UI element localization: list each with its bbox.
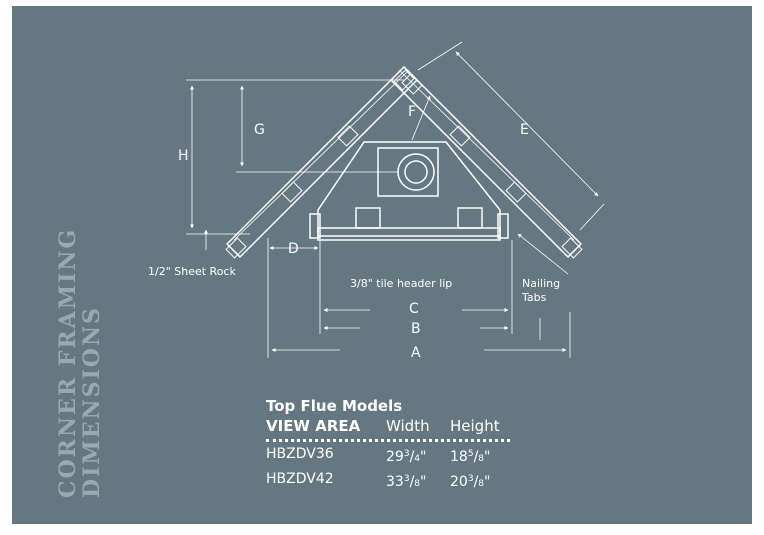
label-nailing: Nailing [522,277,560,290]
label-e: E [520,122,529,138]
nailing-tabs-pointer [517,233,569,275]
label-h: H [178,148,189,164]
height-value: 185/8" [450,449,491,465]
table-row: HBZDV36 293/4" 185/8" [266,444,510,469]
left-wall-inner [233,69,410,241]
flue-inner-ring [404,160,428,184]
diagram-panel [12,6,752,524]
e-ext-bottom [579,203,605,231]
header-height: Height [450,417,500,435]
label-sheet-rock: 1/2" Sheet Rock [148,265,236,278]
label-a: A [411,345,421,361]
width-value: 293/4" [386,449,427,465]
right-end-block [497,213,509,239]
fireplace-base-plate [317,227,501,241]
right-nailing-block [457,207,483,229]
table-row: HBZDV42 333/8" 203/8" [266,469,510,494]
label-d: D [288,241,299,257]
left-nailing-block [355,207,381,229]
flue-outer-ring [397,153,435,191]
f-pointer [411,95,431,141]
label-tile-header-lip: 3/8" tile header lip [350,277,452,290]
table-header-row: VIEW AREA Width Height [266,416,510,442]
e-dim-line [455,51,599,197]
label-f: F [408,104,416,120]
model-name: HBZDV42 [266,471,334,487]
table-title: Top Flue Models [266,397,403,415]
right-wall-studs [401,73,583,259]
left-end-block [309,213,321,239]
height-value: 203/8" [450,474,491,490]
right-wall-inner [398,69,575,241]
model-name: HBZDV36 [266,446,334,462]
width-value: 333/8" [386,474,427,490]
label-tabs: Tabs [521,291,547,304]
header-width: Width [386,417,430,435]
label-c: C [409,301,419,317]
e-ext-top [417,41,463,71]
header-view-area: VIEW AREA [266,417,361,435]
top-flue-models-table: Top Flue Models VIEW AREA Width Height H… [266,396,510,494]
label-b: B [411,321,421,337]
label-g: G [254,122,265,138]
